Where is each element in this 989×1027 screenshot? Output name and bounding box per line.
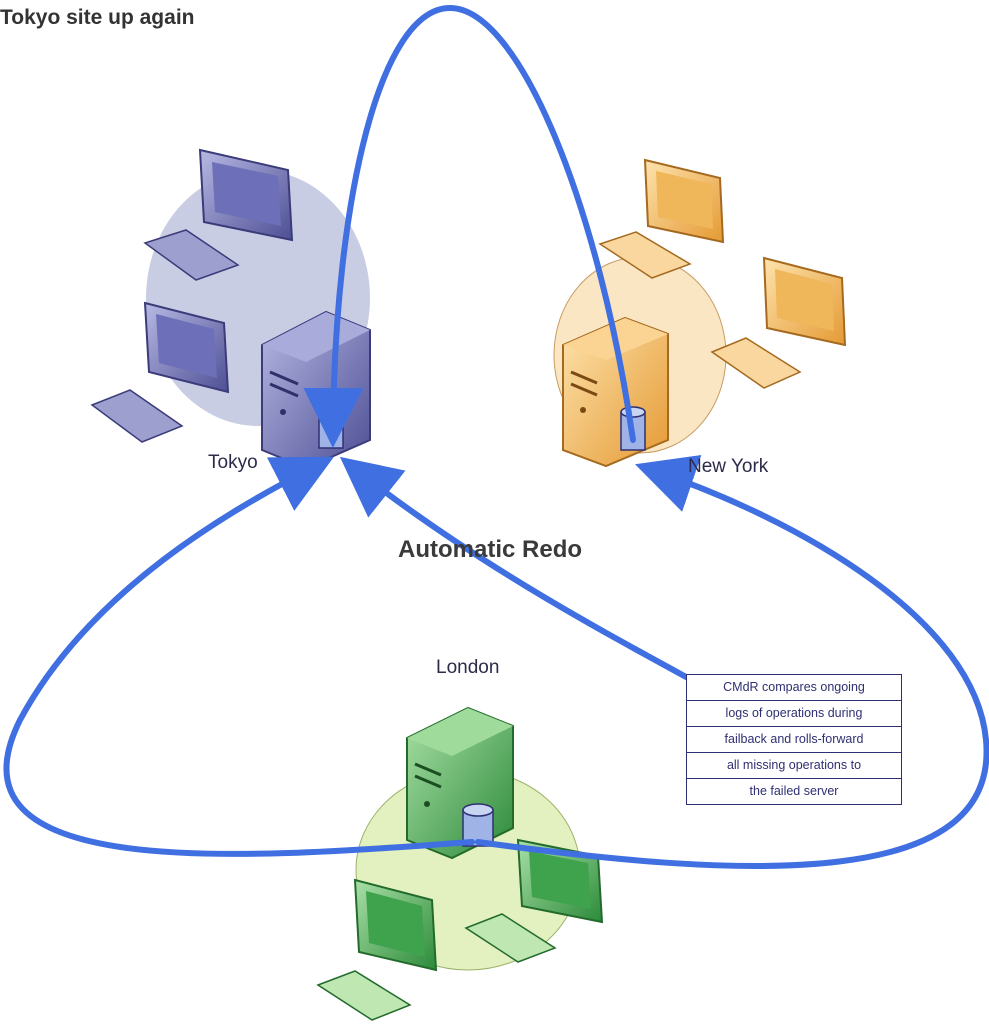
tokyo-keyboard-left [90, 389, 184, 443]
newyork-keyboard-top [598, 231, 692, 279]
redo-arrow-to-tokyo [339, 456, 691, 681]
newyork-label: New York [688, 456, 769, 477]
replication-arrows [3, 4, 989, 869]
newyork-monitor-top [643, 158, 725, 244]
tokyo-monitor-top [198, 148, 294, 242]
london-site [316, 706, 604, 1021]
diagram-title: Tokyo site up again [0, 6, 195, 29]
note-line: CMdR compares ongoing [687, 675, 901, 701]
newyork-site [553, 158, 847, 468]
london-monitor-right [516, 838, 604, 924]
london-keyboard-left [316, 970, 412, 1021]
cmdr-note-box: CMdR compares ongoing logs of operations… [686, 674, 902, 805]
note-line: failback and rolls-forward [687, 727, 901, 753]
london-to-newyork-right-arc-arrow [475, 455, 989, 869]
tokyo-site [90, 148, 371, 470]
london-label: London [436, 657, 500, 678]
london-keyboard-right [464, 913, 557, 963]
tokyo-keyboard-top [143, 229, 240, 281]
automatic-redo-label: Automatic Redo [398, 536, 583, 563]
note-line: all missing operations to [687, 753, 901, 779]
tokyo-monitor-left [143, 301, 230, 394]
tokyo-label: Tokyo [208, 452, 258, 473]
failback-loop-arrow-to-tokyo [303, 4, 636, 448]
london-server-icon [406, 706, 514, 860]
london-to-tokyo-left-arc-arrow [3, 456, 475, 857]
newyork-keyboard-right [710, 337, 802, 389]
note-line: logs of operations during [687, 701, 901, 727]
newyork-monitor-right [762, 256, 847, 347]
note-line: the failed server [749, 784, 839, 798]
london-monitor-left [353, 878, 438, 972]
